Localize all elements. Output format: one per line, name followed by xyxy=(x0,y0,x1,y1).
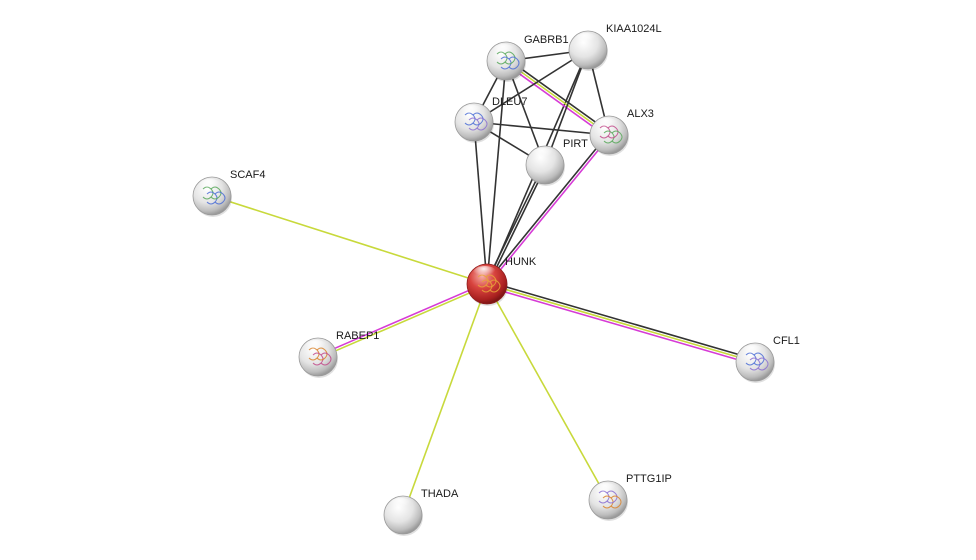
edge-hunk-pttg1ip[interactable] xyxy=(486,283,609,501)
edge-hunk-rabep1[interactable] xyxy=(317,282,488,359)
node-highlight xyxy=(389,497,413,512)
edge-kiaa1024l-dleu7[interactable] xyxy=(473,49,589,123)
node-highlight xyxy=(741,344,765,359)
edge-hunk-thada[interactable] xyxy=(402,283,488,516)
node-cfl1[interactable]: CFL1 xyxy=(735,335,800,383)
node-highlight xyxy=(460,104,484,119)
edge-line-coexpression xyxy=(487,280,756,361)
edge-gabrb1-alx3[interactable] xyxy=(504,58,611,138)
edge-line-experiments xyxy=(504,62,608,138)
node-scaf4[interactable]: SCAF4 xyxy=(192,169,265,217)
node-pirt[interactable]: PIRT xyxy=(525,138,588,186)
node-hunk[interactable]: HUNK xyxy=(466,256,537,306)
edge-dleu7-alx3[interactable] xyxy=(473,121,610,136)
node-thada[interactable]: THADA xyxy=(383,488,459,536)
edge-hunk-gabrb1[interactable] xyxy=(486,60,507,285)
edge-line-textmining xyxy=(486,283,756,363)
edge-line-coexpression xyxy=(487,165,547,285)
edge-line-textmining xyxy=(505,60,610,136)
edge-line-coexpression xyxy=(473,49,589,123)
node-label: SCAF4 xyxy=(230,169,265,181)
node-label: RABEP1 xyxy=(336,330,379,342)
edge-line-textmining xyxy=(486,283,609,501)
edge-line-experiments xyxy=(486,285,755,366)
node-highlight xyxy=(473,266,497,280)
edge-line-coexpression xyxy=(486,60,507,285)
edge-kiaa1024l-pirt[interactable] xyxy=(544,49,589,166)
node-label: PIRT xyxy=(563,138,588,150)
node-highlight xyxy=(574,32,598,47)
node-kiaa1024l[interactable]: KIAA1024L xyxy=(568,23,662,71)
node-highlight xyxy=(594,482,618,497)
node-dleu7[interactable]: DLEU7 xyxy=(454,96,527,143)
edge-line-experiments xyxy=(487,135,611,286)
node-label: THADA xyxy=(421,488,459,500)
node-label: PTTG1IP xyxy=(626,473,672,485)
node-highlight xyxy=(531,147,555,162)
node-highlight xyxy=(304,339,328,354)
edge-line-textmining xyxy=(318,284,488,359)
node-rabep1[interactable]: RABEP1 xyxy=(298,330,379,378)
edge-hunk-cfl1[interactable] xyxy=(486,280,756,366)
node-highlight xyxy=(492,43,516,58)
node-label: HUNK xyxy=(505,256,537,268)
edge-line-textmining xyxy=(402,283,488,516)
edge-line-coexpression xyxy=(485,133,609,284)
node-label: DLEU7 xyxy=(492,96,527,108)
node-label: ALX3 xyxy=(627,108,654,120)
node-highlight xyxy=(198,178,222,193)
edge-line-textmining xyxy=(211,195,488,285)
node-alx3[interactable]: ALX3 xyxy=(589,108,654,156)
edge-line-coexpression xyxy=(473,121,488,285)
edge-hunk-scaf4[interactable] xyxy=(211,195,488,285)
edge-hunk-dleu7[interactable] xyxy=(473,121,488,285)
edge-hunk-alx3[interactable] xyxy=(485,133,611,286)
edge-line-coexpression xyxy=(473,121,610,136)
node-label: GABRB1 xyxy=(524,34,569,46)
node-highlight xyxy=(595,117,619,132)
edge-line-coexpression xyxy=(507,58,611,134)
node-pttg1ip[interactable]: PTTG1IP xyxy=(588,473,672,521)
edge-line-coexpression xyxy=(544,49,589,166)
node-gabrb1[interactable]: GABRB1 xyxy=(486,34,569,82)
node-label: KIAA1024L xyxy=(606,23,662,35)
edge-line-experiments xyxy=(317,282,487,357)
node-label: CFL1 xyxy=(773,335,800,347)
